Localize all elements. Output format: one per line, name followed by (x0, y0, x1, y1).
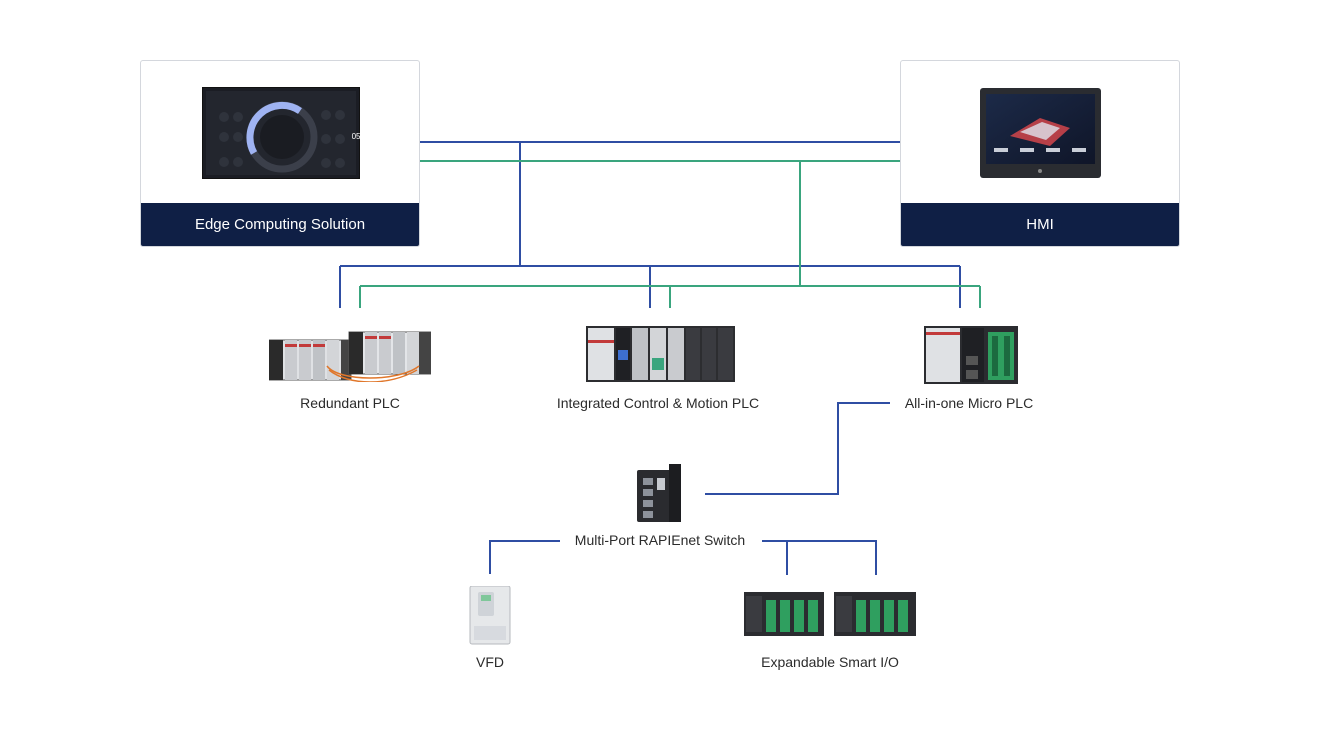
smart-io-icon[interactable] (744, 592, 916, 638)
vfd-label: VFD (476, 654, 504, 670)
micro-plc-label: All-in-one Micro PLC (904, 395, 1034, 411)
integrated-plc-icon[interactable] (586, 326, 735, 382)
edge-screen-readout: 05.0° (351, 132, 371, 141)
micro-plc-icon[interactable] (924, 326, 1018, 384)
vfd-icon[interactable] (468, 586, 512, 646)
switch-icon[interactable] (635, 464, 685, 524)
hmi-card[interactable]: HMI (900, 60, 1180, 247)
redundant-plc-label: Redundant PLC (300, 395, 400, 411)
hmi-title: HMI (901, 203, 1179, 246)
smart-io-label: Expandable Smart I/O (761, 654, 899, 670)
switch-to-vfd-link (489, 540, 560, 574)
hmi-panel-icon (980, 88, 1101, 178)
switch-label: Multi-Port RAPIEnet Switch (574, 532, 746, 548)
switch-to-micro-link (705, 402, 890, 495)
integrated-plc-label: Integrated Control & Motion PLC (556, 395, 760, 411)
switch-to-io-link (762, 540, 877, 575)
redundant-plc-icon[interactable] (269, 330, 431, 382)
edge-panel-icon (202, 87, 360, 179)
edge-computing-title: Edge Computing Solution (141, 203, 419, 246)
edge-computing-card[interactable]: 05.0° Edge Computing Solution (140, 60, 420, 247)
